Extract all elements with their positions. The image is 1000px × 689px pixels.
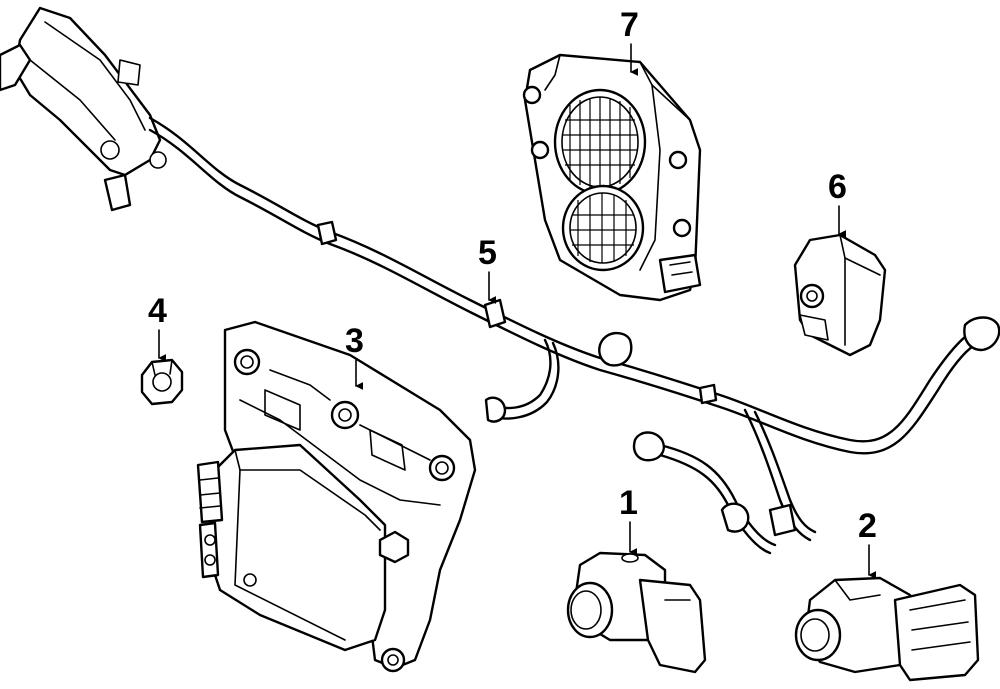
nut-part-4 — [140, 358, 184, 406]
control-unit-part-3 — [196, 443, 410, 652]
callout-5: 5 — [478, 234, 497, 304]
callout-1: 1 — [619, 484, 638, 556]
callout-7: 7 — [620, 6, 639, 76]
callout-3: 3 — [345, 322, 364, 390]
callout-label-5: 5 — [478, 234, 497, 272]
parking-sensor-part-1 — [566, 551, 707, 674]
callout-2: 2 — [858, 507, 877, 579]
callout-label-7: 7 — [620, 6, 639, 44]
callout-label-6: 6 — [828, 168, 847, 206]
callout-6: 6 — [828, 168, 847, 238]
callout-label-3: 3 — [345, 322, 364, 360]
sound-module-part-7 — [522, 53, 702, 302]
module-part-6 — [793, 233, 887, 357]
callout-label-1: 1 — [619, 484, 638, 522]
callout-label-2: 2 — [858, 507, 877, 545]
parking-sensor-part-2 — [794, 576, 980, 682]
wiring-harness-part-5 — [0, 6, 1000, 555]
callout-4: 4 — [148, 292, 167, 362]
callout-label-4: 4 — [148, 292, 167, 330]
